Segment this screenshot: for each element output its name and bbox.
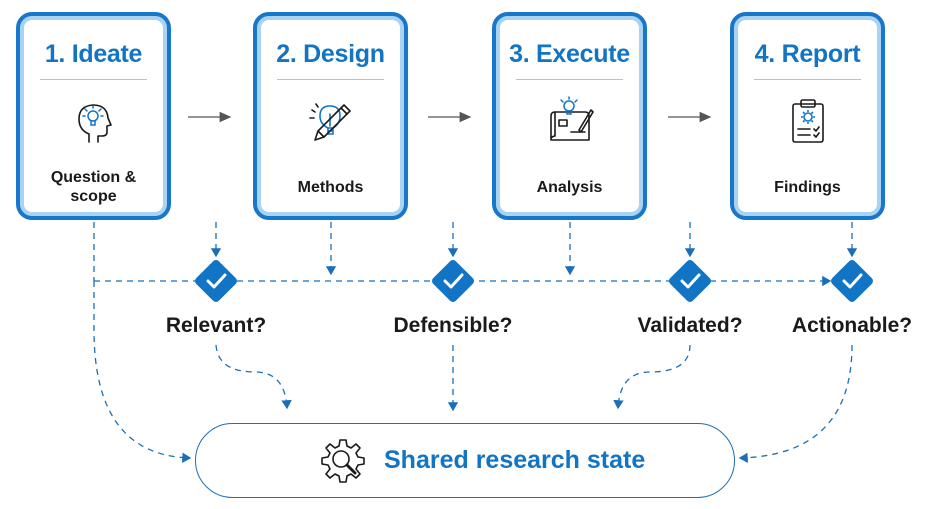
- stage-label-line: Analysis: [536, 179, 603, 196]
- shared-research-state-label: Shared research state: [384, 446, 646, 474]
- checkpoint-label-relevant: Relevant?: [165, 314, 267, 337]
- stage-card-design: 2. Design Methods: [253, 12, 408, 220]
- stage-label: Findings: [742, 178, 873, 197]
- checkpoint-diamond-4: [831, 260, 873, 302]
- actionable-to-state-curve: [738, 344, 853, 463]
- stage-title: 3. Execute: [509, 40, 630, 68]
- stage-divider: [40, 79, 147, 80]
- lightbulb-pencil-icon: [308, 103, 351, 141]
- stage-title: 1. Ideate: [44, 40, 143, 68]
- stage-title: 2. Design: [276, 40, 385, 68]
- check-icon-2: [443, 273, 464, 289]
- relevant-to-state-curve: [215, 344, 292, 410]
- check-icon-3: [680, 273, 701, 289]
- gear-magnifier-icon: [321, 439, 365, 483]
- check-icon-1: [206, 273, 227, 289]
- checkpoint-diamond-3: [669, 260, 711, 302]
- checkpoint-diamond-2: [432, 260, 474, 302]
- stage-divider: [277, 79, 384, 80]
- validated-to-state-curve: [613, 344, 691, 410]
- clipboard-gear-icon: [791, 99, 824, 143]
- stage-divider: [754, 79, 861, 80]
- checkpoint-diamond-1: [195, 260, 237, 302]
- shared-research-state-box: Shared research state: [195, 423, 735, 498]
- stage-label-line: Methods: [297, 179, 364, 196]
- stage-label: Analysis: [504, 178, 635, 197]
- stage-label: Methods: [265, 178, 396, 197]
- stage-card-report: 4. Report Findings: [730, 12, 885, 220]
- checkpoint-label-validated: Validated?: [637, 314, 743, 337]
- stage-label-line: Question &: [50, 169, 137, 186]
- stage-label-line: scope: [70, 188, 117, 205]
- stage-card-ideate: 1. Ideate Question & scope: [16, 12, 171, 220]
- stage-title: 4. Report: [754, 40, 861, 68]
- stage-label: Question & scope: [28, 168, 159, 206]
- check-icon-4: [842, 273, 863, 289]
- ideate-to-state-curve: [93, 281, 192, 463]
- head-lightbulb-icon: [77, 104, 112, 143]
- stage-label-line: Findings: [774, 179, 841, 196]
- checkpoint-label-actionable: Actionable?: [791, 314, 913, 337]
- checkpoint-label-defensible: Defensible?: [393, 314, 513, 337]
- stage-divider: [516, 79, 623, 80]
- blueprint-lightbulb-icon: [549, 96, 594, 141]
- stage-card-execute: 3. Execute Analysis: [492, 12, 647, 220]
